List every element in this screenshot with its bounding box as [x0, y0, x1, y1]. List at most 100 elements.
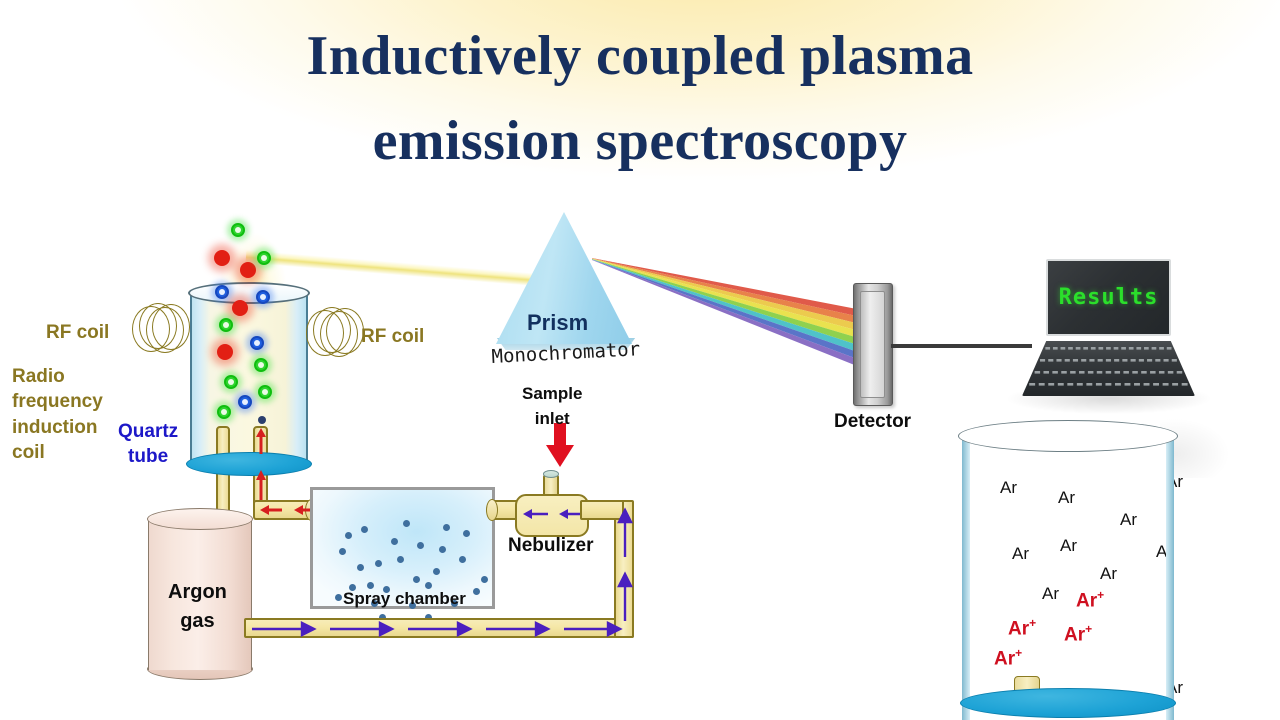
spray-droplet [409, 602, 416, 609]
argon-atom-label: Ar [1060, 536, 1077, 555]
laptop-key [1097, 359, 1103, 362]
spray-droplet [413, 576, 420, 583]
spectrum-band [592, 259, 862, 368]
dispersed-spectrum-beam [592, 258, 862, 368]
inset-cylinder-rim [958, 420, 1178, 452]
prism-label: Prism [527, 310, 589, 335]
laptop-key [1089, 359, 1095, 362]
laptop-key [1052, 371, 1058, 374]
argon-ion-label: Ar+ [1064, 622, 1093, 646]
laptop-key [1029, 383, 1036, 386]
laptop-key [1070, 371, 1076, 374]
laptop-key [1114, 371, 1121, 374]
spectrum-band [592, 258, 862, 318]
laptop-key [1090, 347, 1096, 350]
laptop-key [1163, 359, 1169, 362]
laptop-key [1121, 347, 1126, 350]
laptop-key [1147, 359, 1153, 362]
sample-inlet-arrow-icon [546, 423, 574, 467]
laptop-key [1143, 383, 1150, 386]
argon-main-line-arrows [252, 621, 623, 637]
laptop-key [1172, 383, 1179, 386]
laptop-key [1045, 347, 1051, 350]
argon-ion-label: Ar+ [1008, 616, 1037, 640]
laptop-key [1048, 383, 1055, 386]
laptop-key [1083, 347, 1089, 350]
laptop-key [1076, 383, 1083, 386]
laptop-key [1134, 383, 1140, 386]
laptop-screen: Results [1046, 259, 1171, 336]
laptop-key [1079, 371, 1085, 374]
rf-coil-left-label: RF coil [46, 322, 110, 343]
argon-atom-label: Ar [1156, 542, 1173, 561]
spray-droplet [425, 582, 432, 589]
spray-droplet [339, 548, 346, 555]
spray-droplet [473, 588, 480, 595]
spray-chamber-label: Spray chamber [343, 589, 466, 608]
plasma-base-disc [186, 452, 312, 476]
laptop-key [1039, 359, 1046, 362]
argon-atom-label: Ar [1012, 544, 1029, 563]
spray-droplet [451, 600, 458, 607]
laptop-key [1166, 347, 1172, 350]
laptop-key [1064, 359, 1070, 362]
laptop-key [1034, 371, 1041, 374]
argon-riser-arrows [617, 507, 633, 621]
spray-droplet [375, 560, 382, 567]
laptop-key [1061, 371, 1067, 374]
quartz-tube [190, 292, 308, 464]
rf-coil-left-icon [132, 303, 194, 355]
laptop-key [1159, 347, 1164, 350]
argon-atom-label: Ar [1166, 678, 1183, 697]
spray-droplet [481, 576, 488, 583]
laptop-key [1151, 347, 1157, 350]
argon-ion-label: Ar+ [994, 646, 1023, 670]
laptop-key [1150, 371, 1156, 374]
laptop-key [1124, 383, 1131, 386]
quartz-tube-rim [188, 282, 310, 304]
spectrum-band [592, 259, 862, 361]
spray-droplet [357, 564, 364, 571]
spectrum-band [592, 259, 862, 347]
emission-light-beam [245, 250, 562, 289]
rf-coil-right-label: RF coil [361, 326, 425, 347]
laptop-key [1153, 383, 1160, 386]
detector-face [860, 291, 885, 398]
spray-droplet [379, 614, 386, 621]
laptop-key [1052, 347, 1058, 350]
laptop-key [1048, 359, 1054, 362]
laptop-key [1067, 383, 1074, 386]
laptop-key [1068, 347, 1073, 350]
laptop-key [1158, 371, 1165, 374]
spectrum-band [592, 258, 862, 332]
spray-droplet [397, 556, 404, 563]
spray-droplet [345, 532, 352, 539]
radio-frequency-induction-coil-label: Radio frequency induction coil [12, 366, 103, 463]
spray-droplet [425, 614, 432, 621]
spray-droplets [313, 490, 492, 621]
argon-plasma-inset-cylinder: ArArArArArArArArArArArAr+Ar+Ar+Ar+ [962, 432, 1183, 720]
nebulizer-outlet-cap [486, 499, 498, 521]
nebulizer-label: Nebulizer [508, 535, 594, 556]
laptop-keyboard-base [1022, 341, 1195, 396]
laptop-key [1086, 383, 1093, 386]
argon-atom-label: Ar [1166, 472, 1183, 491]
laptop-key [1162, 383, 1169, 386]
laptop-key [1122, 359, 1128, 362]
spectrum-band [592, 258, 862, 339]
laptop-keyboard-keys [1029, 347, 1188, 386]
title-line-1: Inductively coupled plasma [306, 25, 974, 87]
laptop-key [1130, 359, 1136, 362]
laptop-key [1105, 383, 1112, 386]
quartz-tube-label: Quartz tube [118, 421, 179, 468]
sample-inlet-label: Sample inlet [522, 384, 583, 428]
laptop-key [1087, 371, 1094, 374]
laptop-key [1114, 359, 1120, 362]
argon-cylinder-top [147, 508, 253, 530]
nebulizer-inlet-cap [543, 470, 559, 478]
detector-label: Detector [834, 411, 912, 432]
spray-chamber [310, 487, 495, 621]
laptop-key [1132, 371, 1138, 374]
laptop-key [1141, 371, 1147, 374]
